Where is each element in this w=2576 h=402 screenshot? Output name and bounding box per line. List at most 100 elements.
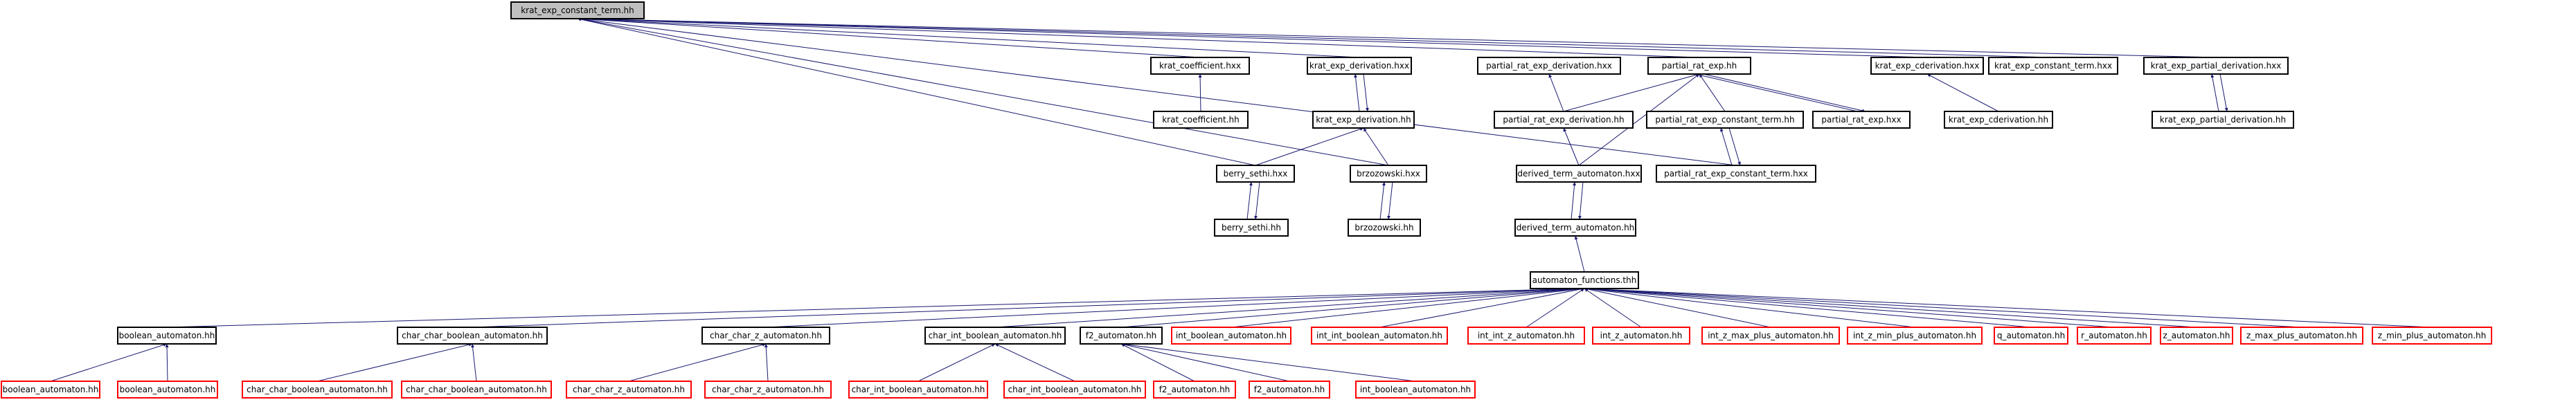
- node-label: char_char_boolean_automaton.hh: [406, 385, 547, 394]
- node-red-char-char-boolean-1[interactable]: char_char_boolean_automaton.hh: [242, 381, 393, 399]
- node-krat-exp-constant-term-hxx[interactable]: krat_exp_constant_term.hxx: [1988, 57, 2118, 75]
- node-int-z-min-plus-automaton-hh[interactable]: int_z_min_plus_automaton.hh: [1847, 327, 1983, 345]
- node-z-max-plus-automaton-hh[interactable]: z_max_plus_automaton.hh: [2240, 327, 2363, 345]
- node-label: f2_automaton.hh: [1086, 331, 1157, 340]
- node-partial-rat-exp-derivation-hh[interactable]: partial_rat_exp_derivation.hh: [1494, 111, 1634, 129]
- node-partial-rat-exp-constant-term-hh[interactable]: partial_rat_exp_constant_term.hh: [1646, 111, 1804, 129]
- node-krat-exp-derivation-hh[interactable]: krat_exp_derivation.hh: [1312, 111, 1415, 129]
- node-box: [117, 381, 218, 399]
- node-krat-exp-derivation-hxx[interactable]: krat_exp_derivation.hxx: [1307, 57, 1412, 75]
- edge-int_z_max_plus_automaton_hh-to-automaton_functions_thh: [1584, 287, 1771, 328]
- node-red-char-char-boolean-2[interactable]: char_char_boolean_automaton.hh: [401, 381, 552, 399]
- node-berry-sethi-hxx[interactable]: berry_sethi.hxx: [1216, 165, 1295, 183]
- node-label: boolean_automaton.hh: [120, 385, 216, 394]
- node-box: [1530, 271, 1639, 289]
- node-red-int-boolean[interactable]: int_boolean_automaton.hh: [1355, 381, 1476, 399]
- node-automaton-functions-thh[interactable]: automaton_functions.thh: [1530, 271, 1639, 289]
- node-label: partial_rat_exp_constant_term.hxx: [1664, 169, 1808, 179]
- node-label: krat_exp_cderivation.hh: [1949, 115, 2048, 125]
- node-krat-exp-partial-derivation-hxx[interactable]: krat_exp_partial_derivation.hxx: [2143, 57, 2289, 75]
- edge-krat_exp_cderivation_hxx-to-root: [577, 17, 1928, 58]
- node-red-f2-1[interactable]: f2_automaton.hh: [1153, 381, 1236, 399]
- node-berry-sethi-hh[interactable]: berry_sethi.hh: [1214, 219, 1289, 237]
- node-partial-rat-exp-hxx[interactable]: partial_rat_exp.hxx: [1812, 111, 1911, 129]
- node-red-char-int-boolean-2[interactable]: char_int_boolean_automaton.hh: [1003, 381, 1146, 399]
- edge-berry_sethi_hxx-to-krat_exp_derivation_hh: [1255, 127, 1364, 166]
- node-label: int_boolean_automaton.hh: [1176, 331, 1287, 340]
- node-box: [1214, 219, 1289, 237]
- node-z-min-plus-automaton-hh[interactable]: z_min_plus_automaton.hh: [2372, 327, 2492, 345]
- node-krat-exp-cderivation-hxx[interactable]: krat_exp_cderivation.hxx: [1870, 57, 1984, 75]
- edge-krat_coefficient_hh-to-krat_coefficient_hxx: [1198, 73, 1202, 112]
- node-box: [1944, 111, 2053, 129]
- node-box: [2160, 327, 2233, 345]
- node-box: [701, 327, 830, 345]
- node-krat-coefficient-hxx[interactable]: krat_coefficient.hxx: [1150, 57, 1250, 75]
- edge-berry_sethi_hxx-to-root: [577, 17, 1256, 166]
- node-krat-exp-partial-derivation-hh[interactable]: krat_exp_partial_derivation.hh: [2152, 111, 2294, 129]
- dependency-nodes: krat_exp_constant_term.hh krat_coefficien…: [1, 1, 2492, 399]
- node-krat-coefficient-hh[interactable]: krat_coefficient.hh: [1153, 111, 1249, 129]
- edge-krat_coefficient_hxx-to-root: [577, 17, 1201, 58]
- node-partial-rat-exp-derivation-hxx[interactable]: partial_rat_exp_derivation.hxx: [1477, 57, 1621, 75]
- node-red-boolean-automaton-1[interactable]: boolean_automaton.hh: [1, 381, 100, 399]
- node-partial-rat-exp-constant-term-hxx[interactable]: partial_rat_exp_constant_term.hxx: [1656, 165, 1816, 183]
- node-char-char-z-automaton-hh[interactable]: char_char_z_automaton.hh: [701, 327, 830, 345]
- edge-red_char_char_z_1-to-char_char_z_automaton_hh: [628, 342, 767, 382]
- edge-red_boolean_automaton_1-to-boolean_automaton_hh: [50, 343, 168, 382]
- node-z-automaton-hh[interactable]: z_automaton.hh: [2160, 327, 2233, 345]
- edge-int_int_boolean_automaton_hh-to-automaton_functions_thh: [1379, 287, 1585, 328]
- node-char-char-boolean-automaton-hh[interactable]: char_char_boolean_automaton.hh: [397, 327, 548, 345]
- node-label: derived_term_automaton.hh: [1517, 223, 1635, 232]
- node-int-boolean-automaton-hh[interactable]: int_boolean_automaton.hh: [1171, 327, 1291, 345]
- edge-red_char_int_boolean_1-to-char_int_boolean_automaton_hh: [918, 343, 996, 382]
- node-box: [1988, 57, 2118, 75]
- node-red-boolean-automaton-2[interactable]: boolean_automaton.hh: [117, 381, 218, 399]
- node-red-char-char-z-2[interactable]: char_char_z_automaton.hh: [704, 381, 832, 399]
- node-derived-term-automaton-hh[interactable]: derived_term_automaton.hh: [1514, 219, 1636, 237]
- node-label: partial_rat_exp.hxx: [1821, 115, 1901, 125]
- node-int-int-z-automaton-hh[interactable]: int_int_z_automaton.hh: [1467, 327, 1585, 345]
- node-int-z-automaton-hh[interactable]: int_z_automaton.hh: [1592, 327, 1690, 345]
- edge-partial_rat_exp_hh-to-root: [577, 17, 1700, 58]
- node-int-int-boolean-automaton-hh[interactable]: int_int_boolean_automaton.hh: [1311, 327, 1448, 345]
- edge-f2_automaton_hh-to-automaton_functions_thh: [1120, 286, 1585, 328]
- edge-berry_sethi_hh-to-berry_sethi_hxx: [1246, 181, 1253, 220]
- node-label: krat_coefficient.hxx: [1159, 61, 1241, 71]
- node-partial-rat-exp-hh[interactable]: partial_rat_exp.hh: [1647, 57, 1751, 75]
- edge-automaton_functions_thh-to-derived_term_automaton_hh: [1574, 235, 1585, 273]
- node-label: int_int_boolean_automaton.hh: [1316, 331, 1442, 340]
- node-label: berry_sethi.hh: [1222, 223, 1281, 232]
- node-r-automaton-hh[interactable]: r_automaton.hh: [2077, 327, 2152, 345]
- node-brzozowski-hxx[interactable]: brzozowski.hxx: [1350, 165, 1427, 183]
- node-box: [1516, 165, 1642, 183]
- edge-krat_exp_derivation_hh-to-krat_exp_derivation_hxx: [1354, 73, 1360, 112]
- node-brzozowski-hh[interactable]: brzozowski.hh: [1348, 219, 1421, 237]
- node-red-f2-2[interactable]: f2_automaton.hh: [1249, 381, 1330, 399]
- node-label: char_char_boolean_automaton.hh: [247, 385, 388, 394]
- node-box: [242, 381, 393, 399]
- edge-char_char_boolean_automaton_hh-to-automaton_functions_thh: [472, 286, 1585, 328]
- node-krat-exp-cderivation-hh[interactable]: krat_exp_cderivation.hh: [1944, 111, 2053, 129]
- node-root[interactable]: krat_exp_constant_term.hh: [510, 1, 645, 19]
- node-label: derived_term_automaton.hxx: [1517, 169, 1640, 179]
- node-char-int-boolean-automaton-hh[interactable]: char_int_boolean_automaton.hh: [924, 327, 1066, 345]
- edge-z_max_plus_automaton_hh-to-automaton_functions_thh: [1584, 286, 2302, 328]
- node-q-automaton-hh[interactable]: q_automaton.hh: [1994, 327, 2068, 345]
- node-box: [566, 381, 692, 399]
- node-box: [2152, 111, 2294, 129]
- node-label: partial_rat_exp_constant_term.hh: [1655, 115, 1794, 125]
- node-red-char-int-boolean-1[interactable]: char_int_boolean_automaton.hh: [848, 381, 988, 399]
- edge-red_char_int_boolean_2-to-char_int_boolean_automaton_hh: [994, 343, 1075, 382]
- node-label: r_automaton.hh: [2081, 331, 2147, 340]
- node-int-z-max-plus-automaton-hh[interactable]: int_z_max_plus_automaton.hh: [1701, 327, 1840, 345]
- node-label: krat_exp_constant_term.hh: [521, 6, 634, 15]
- node-red-char-char-z-1[interactable]: char_char_z_automaton.hh: [566, 381, 692, 399]
- node-box: [1494, 111, 1634, 129]
- node-boolean-automaton-hh[interactable]: boolean_automaton.hh: [117, 327, 217, 345]
- node-f2-automaton-hh[interactable]: f2_automaton.hh: [1080, 327, 1163, 345]
- node-derived-term-automaton-hxx[interactable]: derived_term_automaton.hxx: [1516, 165, 1642, 183]
- node-label: char_int_boolean_automaton.hh: [1008, 385, 1142, 394]
- node-box: [397, 327, 548, 345]
